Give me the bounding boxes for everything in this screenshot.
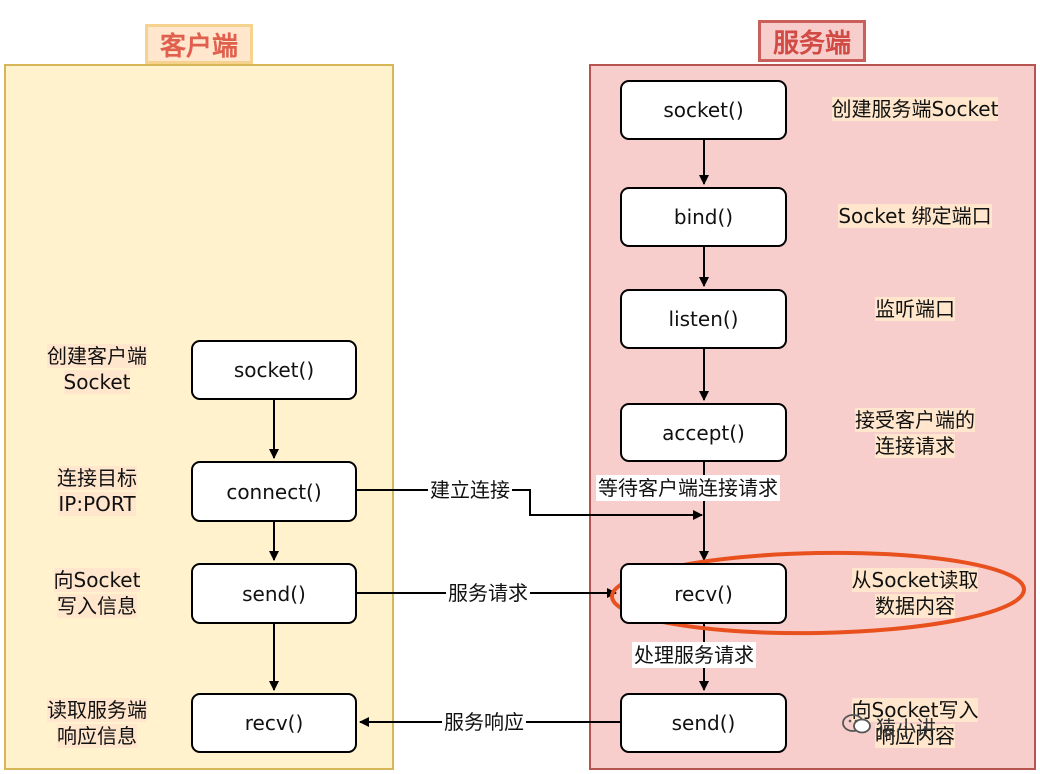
edge-label-process: 处理服务请求 [632,642,756,668]
client-recv-box: recv() [191,693,357,753]
server-note-recv-line1: 从Socket读取 [851,568,979,592]
server-recv-box: recv() [620,563,787,624]
client-panel [4,64,394,770]
client-note-create-line1: 创建客户端 [47,344,147,368]
client-socket-box: socket() [191,340,357,400]
server-note-bind-text: Socket 绑定端口 [838,204,992,228]
edge-label-wait: 等待客户端连接请求 [596,475,780,501]
client-note-read-line2: 响应信息 [57,724,137,748]
server-send-box: send() [620,693,787,753]
server-note-create-text: 创建服务端Socket [831,97,999,121]
server-bind-box: bind() [620,187,787,247]
server-note-send: 向Socket写入 响应内容 [800,697,1030,749]
client-title: 客户端 [145,24,253,64]
server-note-accept-line2: 连接请求 [875,434,955,458]
watermark-text: 猿小讲 [876,716,936,740]
server-note-create: 创建服务端Socket [800,96,1030,122]
client-note-send: 向Socket 写入信息 [22,567,172,619]
client-note-connect: 连接目标 IP:PORT [22,465,172,517]
server-note-send-line2: 响应内容 [875,724,955,748]
server-note-send-line1: 向Socket写入 [851,698,979,722]
edge-label-response: 服务响应 [442,709,526,735]
client-note-send-line2: 写入信息 [57,594,137,618]
client-send-box: send() [191,563,357,624]
server-note-accept-line1: 接受客户端的 [855,408,975,432]
server-note-accept: 接受客户端的 连接请求 [800,407,1030,459]
edge-label-request: 服务请求 [446,580,530,606]
client-note-read-line1: 读取服务端 [47,698,147,722]
client-note-create-line2: Socket [63,370,131,394]
server-note-bind: Socket 绑定端口 [800,203,1030,229]
client-note-read: 读取服务端 响应信息 [22,697,172,749]
client-note-send-line1: 向Socket [53,568,141,592]
server-accept-box: accept() [620,403,787,462]
server-listen-box: listen() [620,289,787,349]
server-note-listen: 监听端口 [800,296,1030,322]
server-note-listen-text: 监听端口 [875,297,955,321]
server-note-recv: 从Socket读取 数据内容 [800,567,1030,619]
server-title: 服务端 [758,20,866,62]
client-note-connect-line1: 连接目标 [57,466,137,490]
server-note-recv-line2: 数据内容 [875,594,955,618]
wechat-icon [842,713,872,740]
edge-label-establish: 建立连接 [428,477,512,503]
client-note-connect-line2: IP:PORT [58,492,136,516]
highlight-ellipse [610,550,1026,636]
server-socket-box: socket() [620,80,787,140]
client-connect-box: connect() [191,461,357,522]
watermark: 猿小讲 [842,712,936,741]
client-note-create: 创建客户端 Socket [22,343,172,395]
